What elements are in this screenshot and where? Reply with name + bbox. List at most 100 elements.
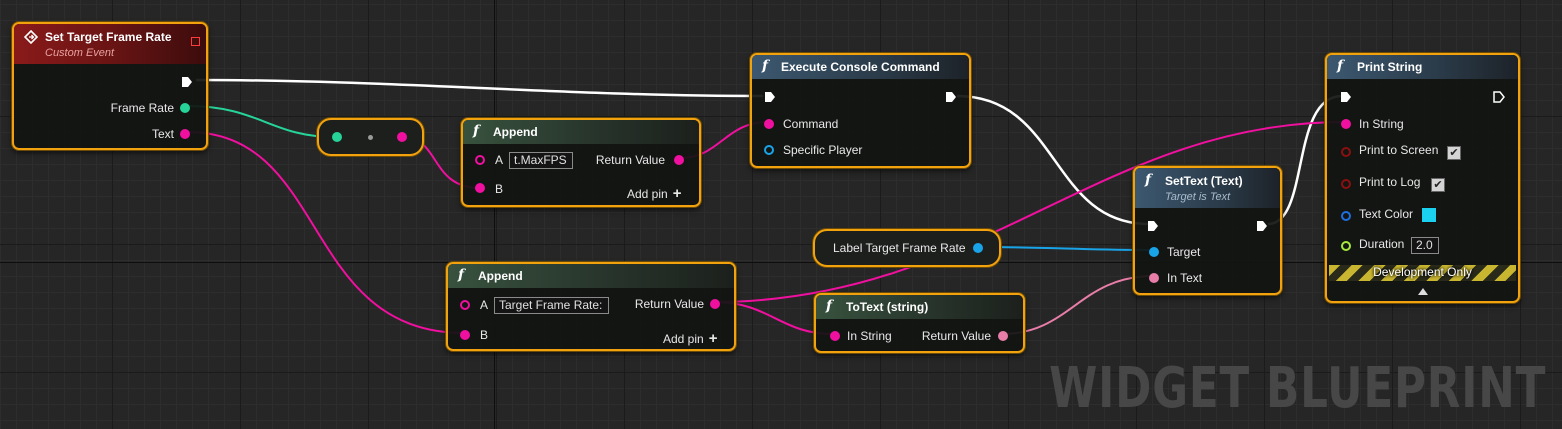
add-pin-label: Add pin xyxy=(627,187,668,201)
append-2-add-pin-button[interactable]: Add pin + xyxy=(663,330,717,347)
plus-icon: + xyxy=(672,185,682,202)
totext-in-pin[interactable] xyxy=(830,331,840,341)
function-icon: f xyxy=(1145,172,1152,188)
object-wire-label-to-target xyxy=(976,246,1154,251)
append-node-1[interactable]: f Append A t.MaxFPS Return Value B Add p… xyxy=(461,118,701,207)
append-1-return-pin[interactable] xyxy=(674,155,684,165)
totext-in-label: In String xyxy=(847,329,892,343)
settext-header: f SetText (Text) Target is Text xyxy=(1135,168,1280,208)
print-to-screen-pin[interactable] xyxy=(1341,147,1351,157)
print-string-title: Print String xyxy=(1357,60,1423,74)
exec-out-pin[interactable] xyxy=(181,76,193,88)
print-to-log-label: Print to Log xyxy=(1359,175,1421,189)
exec-wire-event-to-console xyxy=(195,78,764,98)
exec-out-pin-hollow[interactable] xyxy=(1493,91,1505,103)
append-2-b-pin[interactable] xyxy=(460,330,470,340)
print-string-node[interactable]: f Print String In String Print to Screen… xyxy=(1325,53,1520,303)
execute-console-command-node[interactable]: f Execute Console Command Command Specif… xyxy=(750,53,971,168)
totext-return-label: Return Value xyxy=(921,329,991,343)
function-icon: f xyxy=(826,298,833,314)
command-pin[interactable] xyxy=(764,119,774,129)
development-only-label: Development Only xyxy=(1373,265,1472,279)
duration-pin[interactable] xyxy=(1341,241,1351,251)
reroute-node[interactable] xyxy=(317,118,424,156)
append-2-a-input[interactable]: Target Frame Rate: xyxy=(494,297,609,314)
label-variable-out-pin[interactable] xyxy=(973,243,983,253)
append-node-2[interactable]: f Append A Target Frame Rate: Return Val… xyxy=(446,262,736,351)
chevron-up-icon[interactable] xyxy=(1418,288,1428,295)
in-string-pin[interactable] xyxy=(1341,119,1351,129)
append-2-return-label: Return Value xyxy=(634,297,704,311)
exec-out-pin[interactable] xyxy=(945,91,957,103)
totext-string-node[interactable]: f ToText (string) In String Return Value xyxy=(814,293,1025,353)
settext-target-label: Target xyxy=(1167,245,1201,259)
custom-event-header: Set Target Frame Rate Custom Event xyxy=(14,24,206,64)
append-1-title: Append xyxy=(493,125,538,139)
command-label: Command xyxy=(783,117,839,131)
settext-in-text-label: In Text xyxy=(1167,271,1203,285)
totext-return-pin[interactable] xyxy=(998,331,1008,341)
plus-icon: + xyxy=(708,330,718,347)
duration-label: Duration xyxy=(1359,237,1405,251)
custom-event-subtitle: Custom Event xyxy=(45,47,115,59)
exec-out-pin[interactable] xyxy=(1256,220,1268,232)
pin-label-frame-rate: Frame Rate xyxy=(110,101,174,115)
duration-input[interactable]: 2.0 xyxy=(1411,237,1439,254)
console-command-title: Execute Console Command xyxy=(781,60,940,74)
text-color-label: Text Color xyxy=(1359,207,1414,221)
totext-title: ToText (string) xyxy=(846,300,929,314)
reroute-out-pin[interactable] xyxy=(397,132,407,142)
print-to-log-checkbox[interactable]: ✔ xyxy=(1431,178,1445,192)
function-icon: f xyxy=(458,267,465,283)
append-1-a-label: A xyxy=(495,153,504,167)
exec-in-pin[interactable] xyxy=(764,91,776,103)
print-to-screen-label: Print to Screen xyxy=(1359,143,1439,157)
development-only-banner xyxy=(1329,265,1516,281)
in-string-label: In String xyxy=(1359,117,1404,131)
text-pin[interactable] xyxy=(180,129,190,139)
label-variable-name: Label Target Frame Rate xyxy=(833,241,966,255)
print-to-screen-checkbox[interactable]: ✔ xyxy=(1447,146,1461,160)
settext-title: SetText (Text) xyxy=(1165,174,1243,188)
print-to-log-pin[interactable] xyxy=(1341,179,1351,189)
append-2-a-label: A xyxy=(480,298,489,312)
append-1-return-label: Return Value xyxy=(595,153,665,167)
append-1-add-pin-button[interactable]: Add pin + xyxy=(627,185,681,202)
specific-player-label: Specific Player xyxy=(783,143,863,157)
custom-event-icon xyxy=(23,29,39,47)
append-1-b-pin[interactable] xyxy=(475,183,485,193)
exec-in-pin[interactable] xyxy=(1340,91,1352,103)
totext-header: f ToText (string) xyxy=(816,295,1023,319)
exec-wire-console-to-settext xyxy=(956,94,1150,226)
text-color-pin[interactable] xyxy=(1341,211,1351,221)
exec-in-pin[interactable] xyxy=(1147,220,1159,232)
append-2-header: f Append xyxy=(448,264,734,288)
settext-in-text-pin[interactable] xyxy=(1149,273,1159,283)
frame-rate-pin[interactable] xyxy=(180,103,190,113)
reroute-in-pin[interactable] xyxy=(332,132,342,142)
console-command-header: f Execute Console Command xyxy=(752,55,969,79)
append-1-b-label: B xyxy=(495,182,504,196)
append-2-return-pin[interactable] xyxy=(710,299,720,309)
settext-node[interactable]: f SetText (Text) Target is Text Target I… xyxy=(1133,166,1282,295)
append-2-a-pin[interactable] xyxy=(460,300,470,310)
text-color-swatch[interactable] xyxy=(1421,207,1437,223)
float-wire-framerate-to-reroute xyxy=(186,105,336,138)
append-1-a-pin[interactable] xyxy=(475,155,485,165)
custom-event-title: Set Target Frame Rate xyxy=(45,30,172,44)
print-string-header: f Print String xyxy=(1327,55,1518,79)
specific-player-pin[interactable] xyxy=(764,145,774,155)
pin-label-text: Text xyxy=(151,127,174,141)
function-icon: f xyxy=(762,58,769,74)
custom-event-node[interactable]: Set Target Frame Rate Custom Event Frame… xyxy=(12,22,208,150)
label-target-frame-rate-node[interactable]: Label Target Frame Rate xyxy=(813,229,1001,267)
append-2-b-label: B xyxy=(480,328,489,342)
delegate-pin-icon[interactable] xyxy=(191,37,200,46)
add-pin-label: Add pin xyxy=(663,332,704,346)
function-icon: f xyxy=(473,123,480,139)
append-2-title: Append xyxy=(478,269,523,283)
reroute-dot xyxy=(368,135,373,140)
settext-target-pin[interactable] xyxy=(1149,247,1159,257)
widget-blueprint-watermark: WIDGET BLUEPRINT xyxy=(1049,356,1546,421)
append-1-a-input[interactable]: t.MaxFPS xyxy=(509,152,573,169)
